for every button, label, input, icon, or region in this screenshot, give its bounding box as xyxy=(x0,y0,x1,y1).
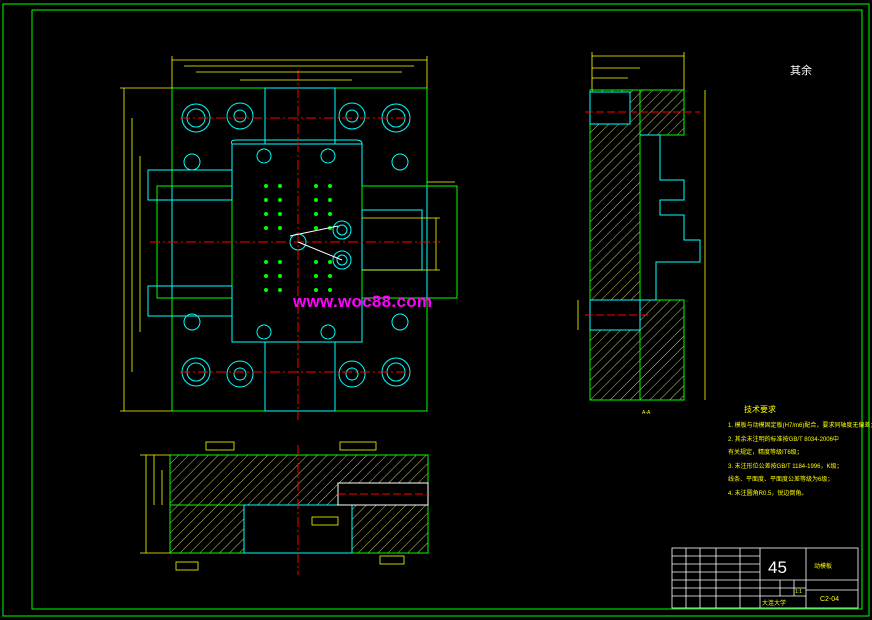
note-line-2: 2. 其余未注明的标准按GB/T 8034-2006中 xyxy=(728,435,839,443)
note-line-3: 有关规定，精度等级IT6级； xyxy=(728,448,803,456)
front-section xyxy=(140,441,429,575)
note-line-6: 4. 未注圆角R0.5，锐边倒角。 xyxy=(728,489,807,497)
material-text: 45 xyxy=(768,558,787,577)
watermark-text: www.woc88.com xyxy=(293,292,433,311)
side-section xyxy=(577,52,706,401)
side-view-label: A-A xyxy=(642,410,651,416)
notes-heading: 技术要求 xyxy=(744,404,776,414)
school-name: 大连大学 xyxy=(762,599,786,607)
drawing-number: C2-04 xyxy=(820,596,839,603)
note-line-1: 1. 模板与动模固定板(H7/m6)配合，要求同轴度无偏差； xyxy=(728,421,872,429)
inner-border xyxy=(31,9,863,610)
scale-text: 1:1 xyxy=(795,589,802,595)
title-block xyxy=(671,547,859,609)
part-name: 动模板 xyxy=(814,562,832,570)
note-line-4: 3. 未注形位公差按GB/T 1184-1996，K级； xyxy=(728,462,842,470)
plan-view xyxy=(120,56,458,420)
outer-border xyxy=(2,3,870,617)
note-line-5: 线条、平面度、平面度公差等级为6级； xyxy=(728,475,833,483)
roughness-note: 其余 xyxy=(790,63,812,77)
